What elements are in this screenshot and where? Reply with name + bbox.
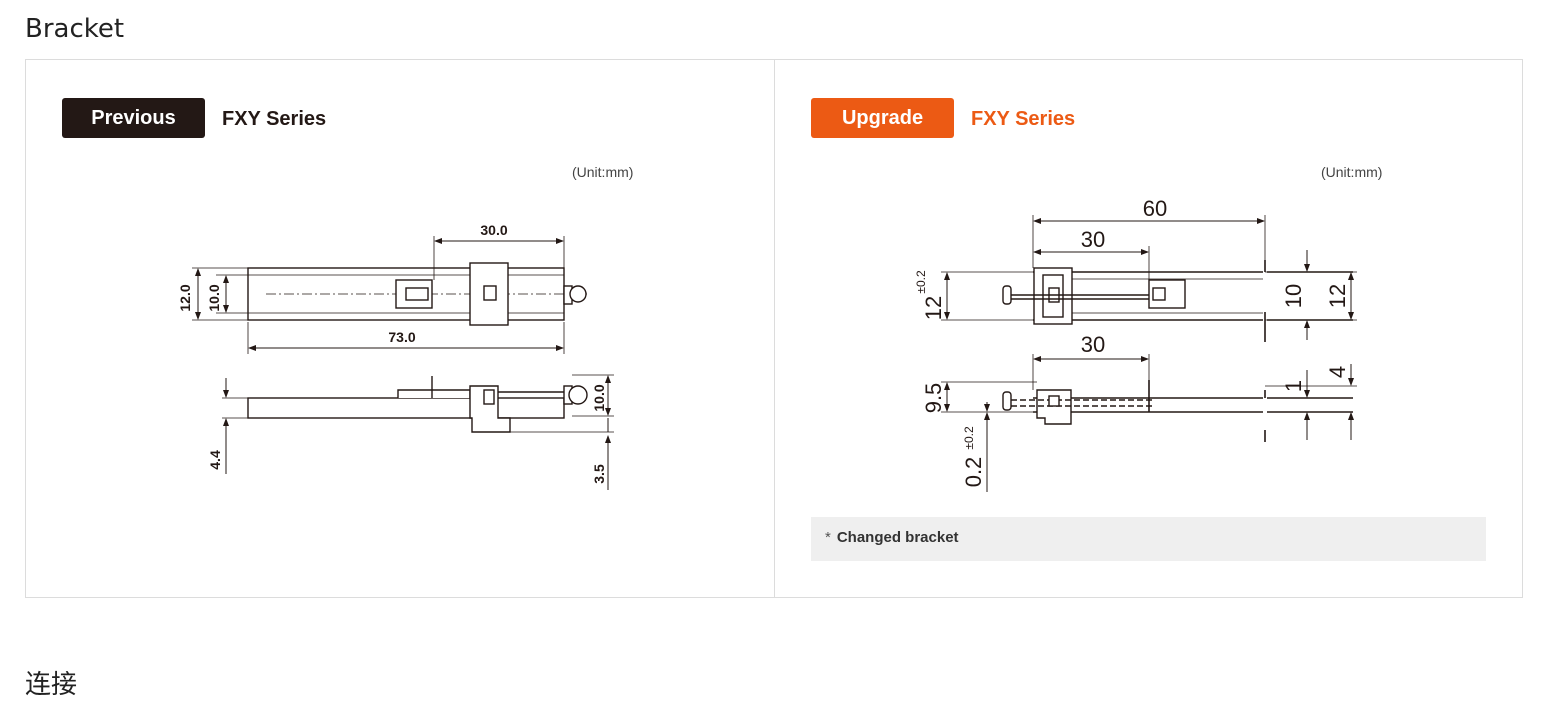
upgrade-series-label: FXY Series	[971, 108, 1076, 130]
prev-dim-3-5: 3.5	[591, 464, 607, 484]
upgrade-badge: Upgrade	[811, 98, 954, 138]
section-title-bracket: Bracket	[25, 14, 125, 44]
previous-unit-label: (Unit:mm)	[572, 164, 634, 180]
prev-dim-73: 73.0	[388, 329, 415, 345]
previous-bracket-drawing: 30.0 73.0 12.0 10.0 10.0 4.4 3.5	[177, 222, 614, 490]
prev-dim-side-10: 10.0	[591, 384, 607, 411]
up-dim-0-2: 0.2	[961, 457, 986, 488]
up-dim-60: 60	[1143, 196, 1167, 221]
note-marker: *	[825, 529, 831, 546]
up-dim-12-tol: 12	[921, 296, 946, 320]
section-title-connect: 连接	[25, 670, 78, 700]
up-dim-0-2-tol-suffix: ±0.2	[962, 426, 976, 450]
bracket-comparison: Previous FXY Series (Unit:mm)	[25, 59, 1523, 598]
up-dim-4: 4	[1325, 366, 1350, 378]
up-dim-9-5: 9.5	[921, 383, 946, 414]
up-dim-30-side: 30	[1081, 332, 1105, 357]
up-dim-10: 10	[1281, 284, 1306, 308]
up-dim-12: 12	[1325, 284, 1350, 308]
previous-series-label: FXY Series	[222, 108, 327, 130]
previous-panel: Previous FXY Series (Unit:mm)	[26, 60, 775, 597]
upgrade-unit-label: (Unit:mm)	[1321, 164, 1383, 180]
changed-bracket-note: * Changed bracket	[811, 517, 1486, 561]
upgrade-bracket-drawing: 60 30 30 12 ±0.2 10 12 9.5 0.2 ±0.2 1 4	[914, 196, 1357, 492]
note-text: Changed bracket	[836, 529, 959, 546]
up-dim-30-top: 30	[1081, 227, 1105, 252]
prev-dim-30: 30.0	[480, 222, 507, 238]
up-dim-12-tol-suffix: ±0.2	[914, 270, 928, 294]
prev-dim-10: 10.0	[206, 284, 222, 311]
prev-dim-12: 12.0	[177, 284, 193, 311]
previous-badge: Previous	[62, 98, 205, 138]
up-dim-1: 1	[1281, 380, 1306, 392]
upgrade-panel: Upgrade FXY Series (Unit:mm)	[775, 60, 1524, 597]
prev-dim-4-4: 4.4	[207, 450, 223, 470]
